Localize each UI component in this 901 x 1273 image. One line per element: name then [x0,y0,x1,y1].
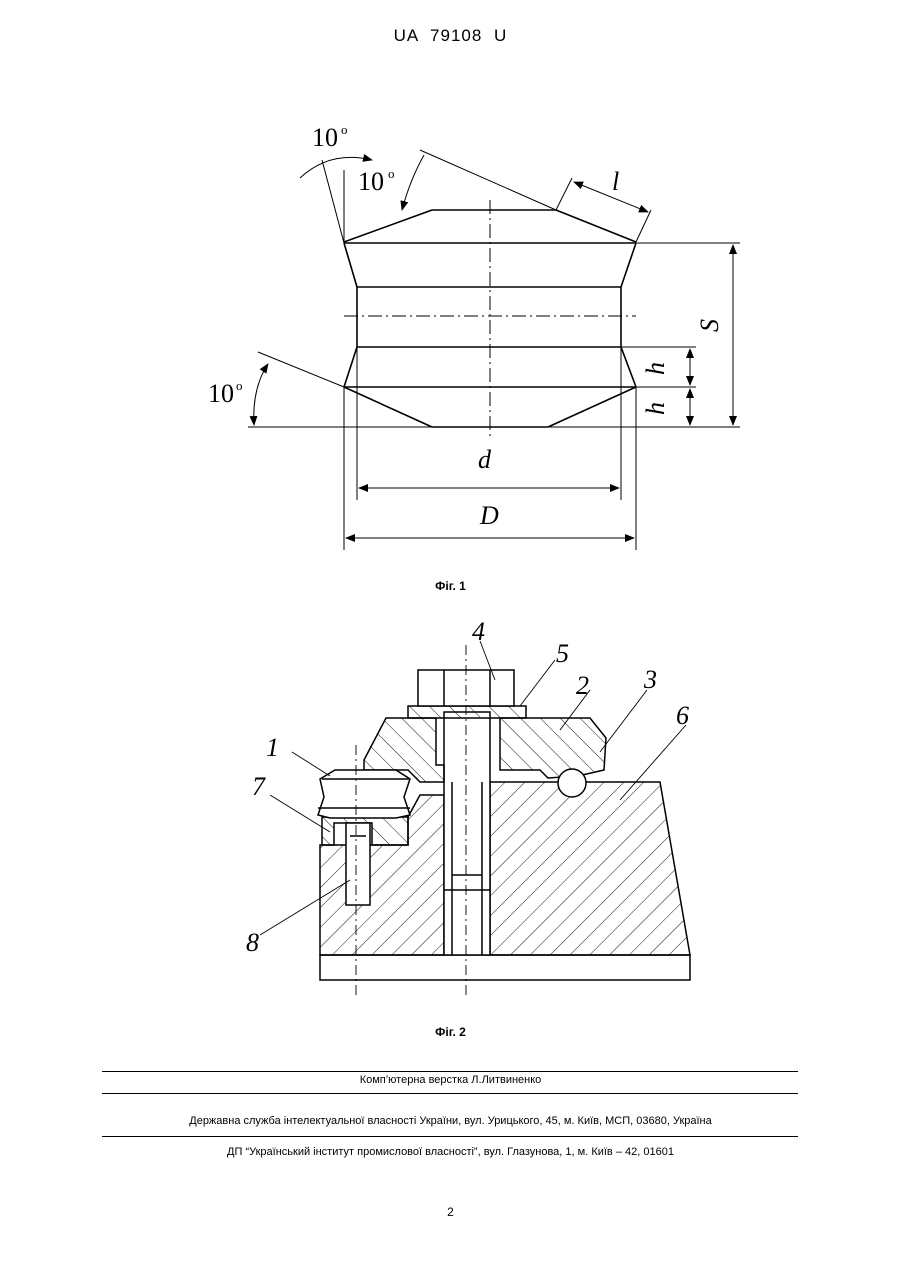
callout-7: 7 [252,772,266,801]
callout-5: 5 [556,639,569,668]
footer-rule [102,1093,798,1094]
dimension-label-h-lower: h [641,402,670,415]
angle-label-top-inner: 10 [358,167,384,196]
dimension-label-d: d [478,445,492,474]
figure-1-caption: Фіг. 1 [0,579,901,593]
degree-sign: o [388,166,395,181]
callout-2: 2 [576,671,589,700]
callout-8: 8 [246,928,259,957]
callout-1: 1 [266,733,279,762]
figure-2-drawing: 1 2 3 4 5 6 7 8 [0,610,901,1010]
degree-sign: o [236,378,243,393]
dimension-label-s: S [695,319,724,332]
callout-6: 6 [676,701,689,730]
page-number: 2 [0,1205,901,1219]
degree-sign: o [341,122,348,137]
dimension-label-l: l [612,167,619,196]
patent-number: UA 79108 U [0,26,901,46]
dimension-label-h-upper: h [641,362,670,375]
footer-rule [102,1071,798,1072]
dimension-label-big-d: D [479,501,499,530]
angle-label-bottom: 10 [208,379,234,408]
angle-label-top-left: 10 [312,123,338,152]
figure-1-drawing: 10 o 10 o 10 o l S h h d D [0,110,901,570]
footer-institute-address: ДП “Український інститут промислової вла… [0,1146,901,1158]
callout-4: 4 [472,617,485,646]
footer-agency-address: Державна служба інтелектуальної власност… [0,1115,901,1127]
figure-2-caption: Фіг. 2 [0,1025,901,1039]
footer-rule [102,1136,798,1137]
footer-layout-credit: Комп’ютерна верстка Л.Литвиненко [0,1074,901,1086]
callout-3: 3 [643,665,657,694]
